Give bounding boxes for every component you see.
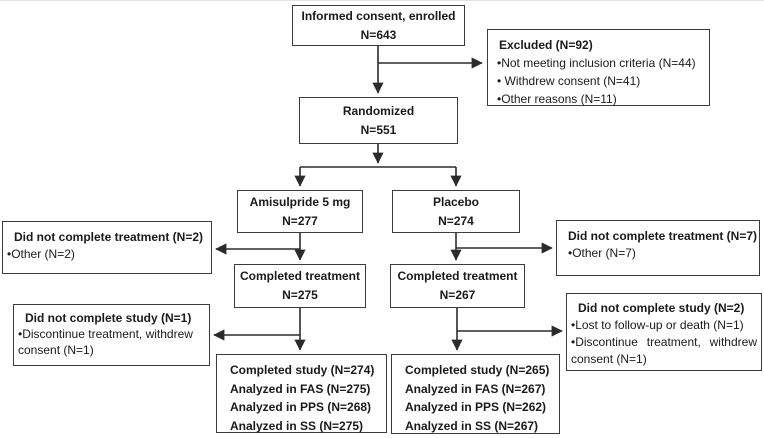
dnct-right-item: •Other (N=7)	[568, 245, 636, 260]
ct-left-label: Completed treatment	[239, 269, 361, 283]
dncs-left-item: •Discontinue treatment, withdrew consent…	[18, 327, 193, 357]
excluded-item: • Withdrew consent (N=41)	[497, 74, 641, 88]
enrolled-box: Informed consent, enrolled N=643	[292, 5, 465, 46]
arm-amisulpride-box: Amisulpride 5 mg N=277	[237, 190, 363, 233]
arm-placebo-box: Placebo N=274	[392, 190, 520, 233]
analysis-right-line: Analyzed in FAS (N=267)	[405, 381, 546, 396]
enrolled-label: Informed consent, enrolled	[301, 8, 456, 23]
dncs-right-item: •Discontinue treatment, withdrew consent…	[571, 335, 757, 366]
excluded-box: Excluded (N=92) •Not meeting inclusion c…	[487, 29, 710, 106]
analysis-left-box: Completed study (N=274) Analyzed in FAS …	[216, 354, 387, 433]
excluded-item: •Not meeting inclusion criteria (N=44)	[497, 56, 696, 70]
enrolled-count: N=643	[360, 27, 397, 42]
dnct-right-title: Did not complete treatment (N=7)	[568, 229, 758, 243]
analysis-left-line: Analyzed in PPS (N=268)	[230, 400, 372, 414]
analysis-right-line: Analyzed in SS (N=267)	[405, 418, 539, 433]
randomized-box: Randomized N=551	[299, 97, 458, 144]
completed-treatment-right-box: Completed treatment N=267	[390, 264, 525, 308]
completed-treatment-left-box: Completed treatment N=275	[234, 264, 366, 308]
arm-amisulpride-label: Amisulpride 5 mg	[249, 194, 351, 209]
arm-amisulpride-count: N=277	[282, 213, 318, 228]
analysis-right-line: Completed study (N=265)	[405, 363, 550, 377]
analysis-left-line: Analyzed in SS (N=275)	[230, 418, 364, 433]
not-completed-study-right-box: Did not complete study (N=2) •Lost to fo…	[566, 293, 762, 371]
not-completed-study-left-box: Did not complete study (N=1) •Discontinu…	[13, 304, 210, 366]
dncs-left-title: Did not complete study (N=1)	[25, 311, 192, 325]
dncs-right-title: Did not complete study (N=2)	[578, 301, 745, 315]
arm-placebo-label: Placebo	[432, 194, 480, 209]
arm-placebo-count: N=274	[438, 213, 474, 228]
dnct-left-title: Did not complete treatment (N=2)	[14, 230, 204, 244]
analysis-left-line: Analyzed in FAS (N=275)	[230, 381, 371, 396]
analysis-right-box: Completed study (N=265) Analyzed in FAS …	[391, 354, 560, 434]
not-completed-treatment-left-box: Did not complete treatment (N=2) •Other …	[2, 221, 212, 274]
ct-right-count: N=267	[439, 288, 476, 302]
excluded-item: •Other reasons (N=11)	[497, 92, 617, 106]
analysis-right-line: Analyzed in PPS (N=262)	[405, 400, 547, 414]
ct-left-count: N=275	[282, 288, 318, 302]
analysis-left-line: Completed study (N=274)	[230, 363, 375, 377]
dnct-left-item: •Other (N=2)	[7, 246, 75, 261]
randomized-label: Randomized	[342, 103, 415, 118]
dncs-right-item: •Lost to follow-up or death (N=1)	[571, 318, 744, 332]
randomized-count: N=551	[360, 122, 397, 137]
ct-right-label: Completed treatment	[397, 269, 518, 283]
not-completed-treatment-right-box: Did not complete treatment (N=7) •Other …	[556, 220, 760, 276]
excluded-title: Excluded (N=92)	[499, 38, 593, 52]
